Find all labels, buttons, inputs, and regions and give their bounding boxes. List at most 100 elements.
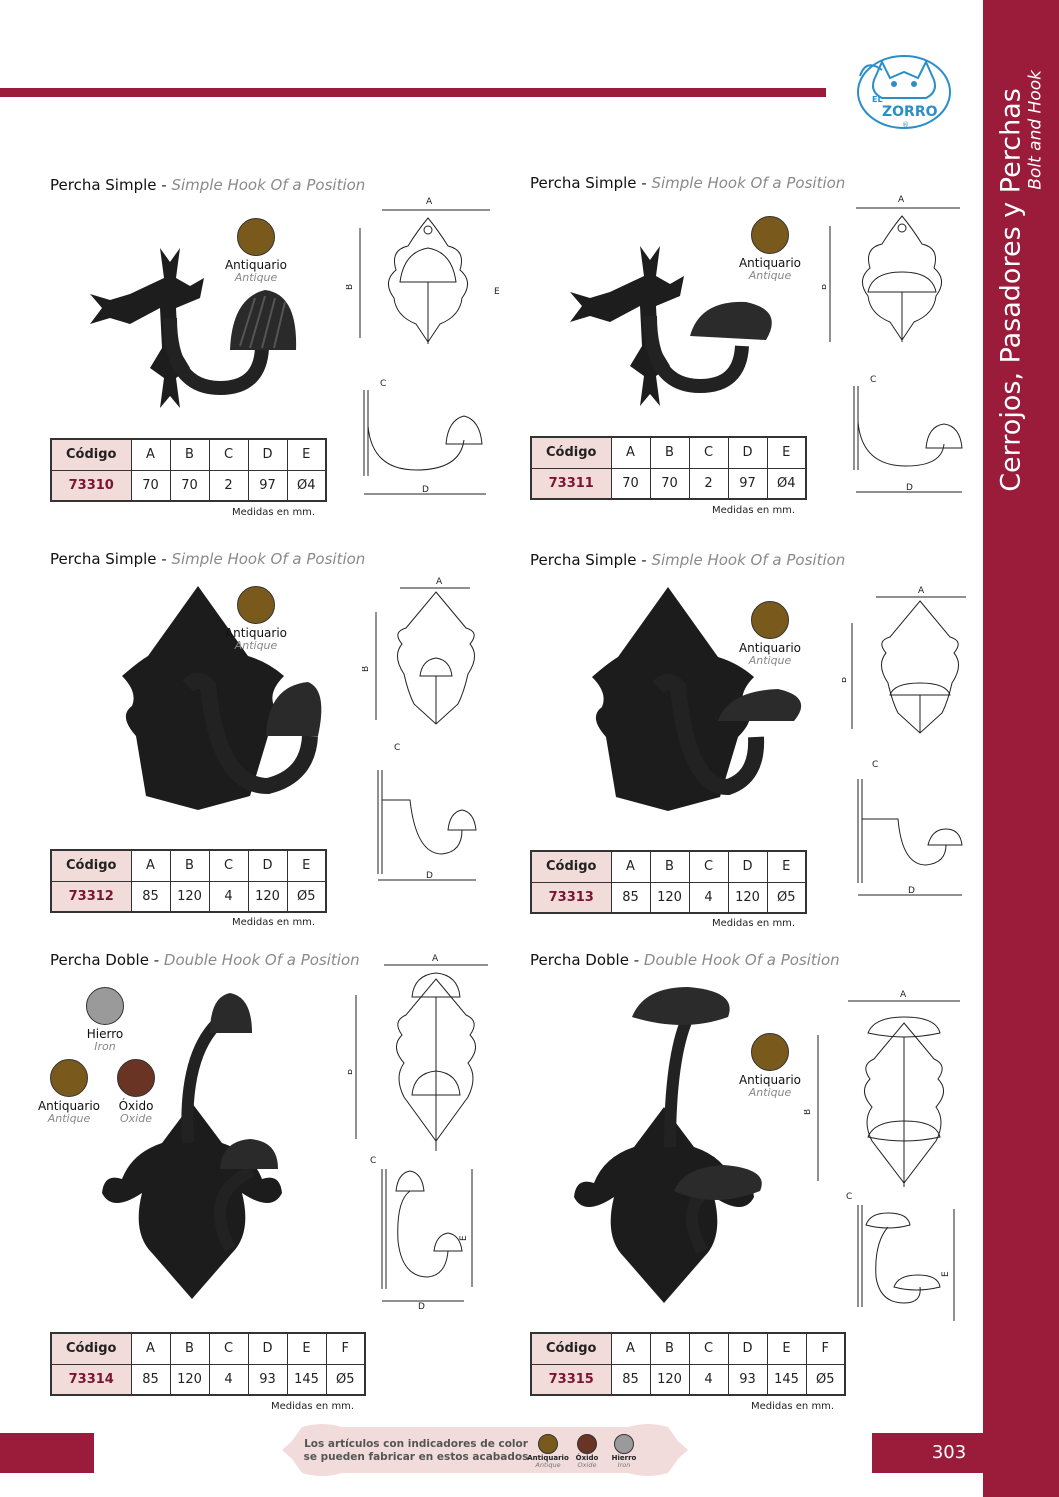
finish-swatch — [237, 218, 275, 256]
footer-right-band — [872, 1433, 983, 1473]
svg-text:D: D — [906, 483, 913, 493]
logo-el: EL — [872, 95, 883, 104]
svg-text:C: C — [394, 743, 400, 753]
measure-note: Medidas en mm. — [232, 507, 316, 518]
finish-antiquario: Antiquario Antique — [24, 1059, 114, 1125]
footer-finish-hierro: Hierro Iron — [602, 1434, 646, 1469]
technical-drawing: A B C E D — [348, 954, 488, 1312]
product-73315: Percha Doble - Double Hook Of a Position… — [530, 951, 970, 1421]
page-number: 303 — [931, 1442, 967, 1463]
svg-text:A: A — [918, 586, 925, 596]
product-title: Percha Simple - Simple Hook Of a Positio… — [530, 551, 846, 569]
product-73314: Percha Doble - Double Hook Of a Position… — [38, 951, 490, 1421]
svg-text:B: B — [842, 677, 849, 683]
finish-swatch — [751, 216, 789, 254]
svg-text:B: B — [822, 284, 829, 290]
finish-antiquario: Antiquario Antique — [725, 601, 815, 667]
hook-photo — [90, 248, 297, 408]
svg-text:D: D — [422, 485, 429, 495]
hook-photo — [574, 987, 762, 1303]
hook-photo — [592, 587, 802, 811]
technical-drawing: A B C D — [362, 577, 477, 881]
svg-text:E: E — [941, 1271, 951, 1277]
product-title: Percha Doble - Double Hook Of a Position — [530, 951, 840, 969]
el-zorro-logo: EL ZORRO ® — [857, 55, 951, 129]
product-code: 73314 — [50, 1363, 132, 1396]
product-73313: Percha Simple - Simple Hook Of a Positio… — [530, 551, 970, 941]
technical-drawing: A B C E — [804, 990, 960, 1321]
finish-swatch — [117, 1059, 155, 1097]
finish-swatch — [538, 1434, 558, 1454]
finish-antiquario: Antiquario Antique — [211, 218, 301, 284]
finish-swatch — [751, 1033, 789, 1071]
measure-note: Medidas en mm. — [712, 505, 796, 516]
svg-text:A: A — [432, 954, 439, 964]
finish-antiquario: Antiquario Antique — [211, 586, 301, 652]
finish-oxido: Óxido Oxide — [91, 1059, 181, 1125]
svg-text:A: A — [426, 197, 433, 207]
svg-text:E: E — [459, 1235, 469, 1241]
finish-note-text: Los artículos con indicadores de color s… — [303, 1438, 529, 1463]
technical-drawing: A B C D — [822, 195, 963, 493]
finish-swatch — [614, 1434, 634, 1454]
svg-text:C: C — [380, 379, 386, 389]
measure-note: Medidas en mm. — [271, 1401, 355, 1412]
svg-text:®: ® — [902, 121, 909, 129]
svg-text:A: A — [898, 195, 905, 205]
finish-swatch — [751, 601, 789, 639]
svg-text:B: B — [346, 284, 355, 290]
svg-text:B: B — [362, 666, 371, 672]
svg-text:B: B — [348, 1069, 355, 1075]
product-title: Percha Simple - Simple Hook Of a Positio… — [530, 174, 846, 192]
product-title: Percha Doble - Double Hook Of a Position — [50, 951, 360, 969]
measure-note: Medidas en mm. — [751, 1401, 835, 1412]
hook-photo — [122, 586, 322, 810]
product-73310: Percha Simple - Simple Hook Of a Positio… — [50, 176, 500, 566]
footer-left-band — [0, 1433, 94, 1473]
technical-drawing: A B C D — [842, 586, 966, 896]
svg-text:C: C — [370, 1156, 376, 1166]
product-code: 73310 — [50, 469, 132, 502]
finish-swatch — [50, 1059, 88, 1097]
svg-text:C: C — [870, 375, 876, 385]
section-band — [983, 0, 1059, 1497]
footer-finish-antiquario: Antiquario Antique — [526, 1434, 570, 1469]
finish-antiquario: Antiquario Antique — [725, 1033, 815, 1099]
svg-text:D: D — [426, 871, 433, 881]
section-title-en: Bolt and Hook — [1025, 70, 1046, 190]
finish-antiquario: Antiquario Antique — [725, 216, 815, 282]
svg-text:A: A — [900, 990, 907, 1000]
section-title-es: Cerrojos, Pasadores y Perchas — [995, 88, 1027, 492]
section-title: Cerrojos, Pasadores y Perchas Bolt and H… — [995, 70, 1046, 510]
footer-finish-oxido: Óxido Oxide — [565, 1434, 609, 1469]
logo-text: ZORRO — [882, 104, 938, 120]
hook-photo — [570, 246, 772, 406]
finish-swatch — [577, 1434, 597, 1454]
product-code: 73312 — [50, 880, 132, 913]
measure-note: Medidas en mm. — [232, 917, 316, 928]
product-73311: Percha Simple - Simple Hook Of a Positio… — [530, 174, 970, 564]
measure-note: Medidas en mm. — [712, 918, 796, 929]
svg-text:E: E — [494, 287, 500, 297]
product-73312: Percha Simple - Simple Hook Of a Positio… — [50, 550, 490, 940]
finish-swatch — [237, 586, 275, 624]
svg-text:D: D — [908, 886, 915, 896]
svg-text:A: A — [436, 577, 443, 587]
product-code: 73313 — [530, 881, 612, 914]
product-title: Percha Simple - Simple Hook Of a Positio… — [50, 550, 366, 568]
product-title: Percha Simple - Simple Hook Of a Positio… — [50, 176, 366, 194]
svg-text:D: D — [418, 1302, 425, 1312]
product-code: 73311 — [530, 467, 612, 500]
svg-text:B: B — [804, 1109, 813, 1115]
technical-drawing: A B C D E — [346, 197, 500, 495]
product-code: 73315 — [530, 1363, 612, 1396]
top-rule — [0, 88, 826, 97]
svg-text:C: C — [872, 760, 878, 770]
finish-swatch — [86, 987, 124, 1025]
